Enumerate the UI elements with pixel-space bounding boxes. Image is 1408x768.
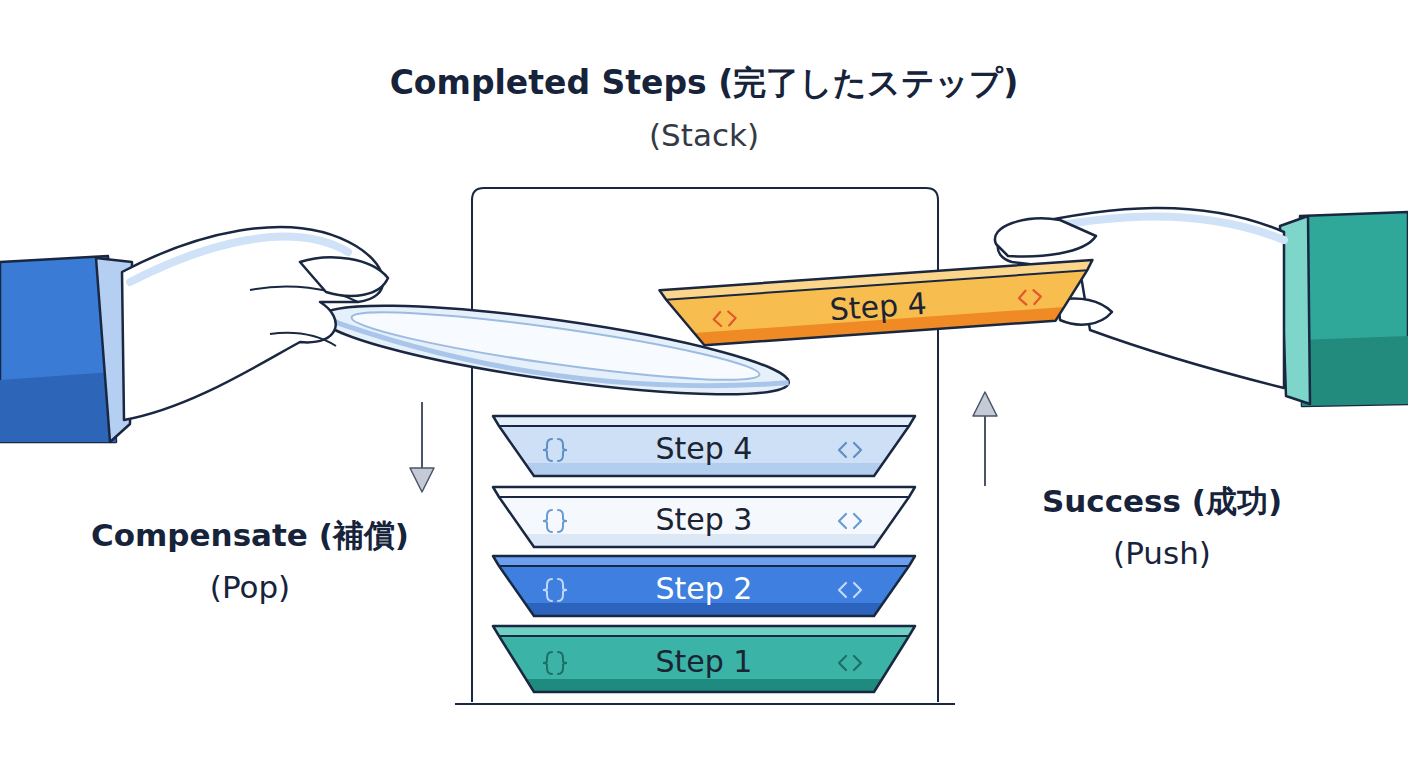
- chevron-icon: [839, 514, 846, 528]
- step-label: Step 4: [829, 287, 928, 328]
- right-sleeve: [1300, 212, 1408, 406]
- plate-body: [660, 260, 1097, 348]
- chevron-icon: [1033, 290, 1041, 304]
- finger-line: [250, 286, 358, 302]
- plate-rim-line: [499, 496, 909, 498]
- pushed-plate: Step 4: [656, 257, 1099, 352]
- left-sleeve-shade: [0, 372, 116, 442]
- plate-rim: [493, 416, 915, 426]
- chevron-icon: [1018, 291, 1026, 305]
- plate-rim: [493, 626, 915, 636]
- brace-icon: [558, 579, 567, 601]
- stack-base: [455, 703, 955, 705]
- plate-outline: [660, 260, 1097, 348]
- side-label: (Push): [1012, 536, 1312, 572]
- step-label: Step 3: [656, 503, 753, 537]
- plate-body: [493, 487, 915, 547]
- chevron-icon: [854, 656, 861, 670]
- diagram-title: Completed Steps (完了したステップ): [254, 64, 1154, 102]
- chevron-icon: [839, 443, 846, 457]
- plate-foot: [526, 679, 882, 692]
- stack-plate: Step 1: [490, 623, 918, 695]
- side-label: Success (成功): [962, 484, 1362, 520]
- chevron-icon: [854, 514, 861, 528]
- right-sleeve-shade: [1300, 336, 1408, 406]
- plate-outline: [493, 416, 915, 476]
- plate-body: [493, 556, 915, 616]
- stack-plate: Step 4: [490, 413, 918, 479]
- chevron-icon: [728, 311, 736, 325]
- chevron-icon: [854, 443, 861, 457]
- chevron-icon: [839, 583, 846, 597]
- plate-body: [493, 416, 915, 476]
- pop-arrow-head: [410, 468, 434, 492]
- plate-outline: [493, 487, 915, 547]
- stack-container: [472, 188, 938, 702]
- right-hand: [998, 208, 1284, 388]
- step-label: Step 1: [656, 645, 753, 679]
- hand-glow: [130, 237, 348, 282]
- plate-outline: [493, 626, 915, 692]
- left-thumb: [300, 257, 388, 296]
- brace-icon: [543, 579, 552, 601]
- brace-icon: [543, 439, 552, 461]
- brace-icon: [543, 510, 552, 532]
- plate-rim-line: [499, 425, 909, 427]
- pop-arrow: [421, 402, 423, 478]
- push-arrow: [984, 406, 986, 486]
- side-label: (Pop): [100, 570, 400, 606]
- hand-glow: [1024, 217, 1284, 241]
- plate-body: [493, 626, 915, 692]
- chevron-icon: [839, 656, 846, 670]
- subtitle: (Stack): [554, 118, 854, 154]
- plate-rim-line: [499, 635, 909, 637]
- brace-icon: [558, 439, 567, 461]
- plate-rim: [493, 487, 915, 497]
- plate-rim: [493, 556, 915, 566]
- finger-line: [270, 333, 336, 346]
- right-thumb: [995, 218, 1096, 256]
- step-label: Step 4: [656, 432, 753, 466]
- brace-icon: [558, 652, 567, 674]
- stack-plate: Step 3: [490, 484, 918, 550]
- chevron-icon: [713, 312, 721, 326]
- side-label: Compensate (補償): [30, 518, 470, 554]
- plate-outline: [493, 556, 915, 616]
- step-label: Step 2: [656, 572, 753, 606]
- left-hand: [122, 227, 383, 420]
- chevron-icon: [854, 583, 861, 597]
- plate-rim-line: [499, 565, 909, 567]
- push-arrow-head: [973, 392, 997, 416]
- brace-icon: [543, 652, 552, 674]
- stack-plate: Step 2: [490, 553, 918, 619]
- brace-icon: [558, 510, 567, 532]
